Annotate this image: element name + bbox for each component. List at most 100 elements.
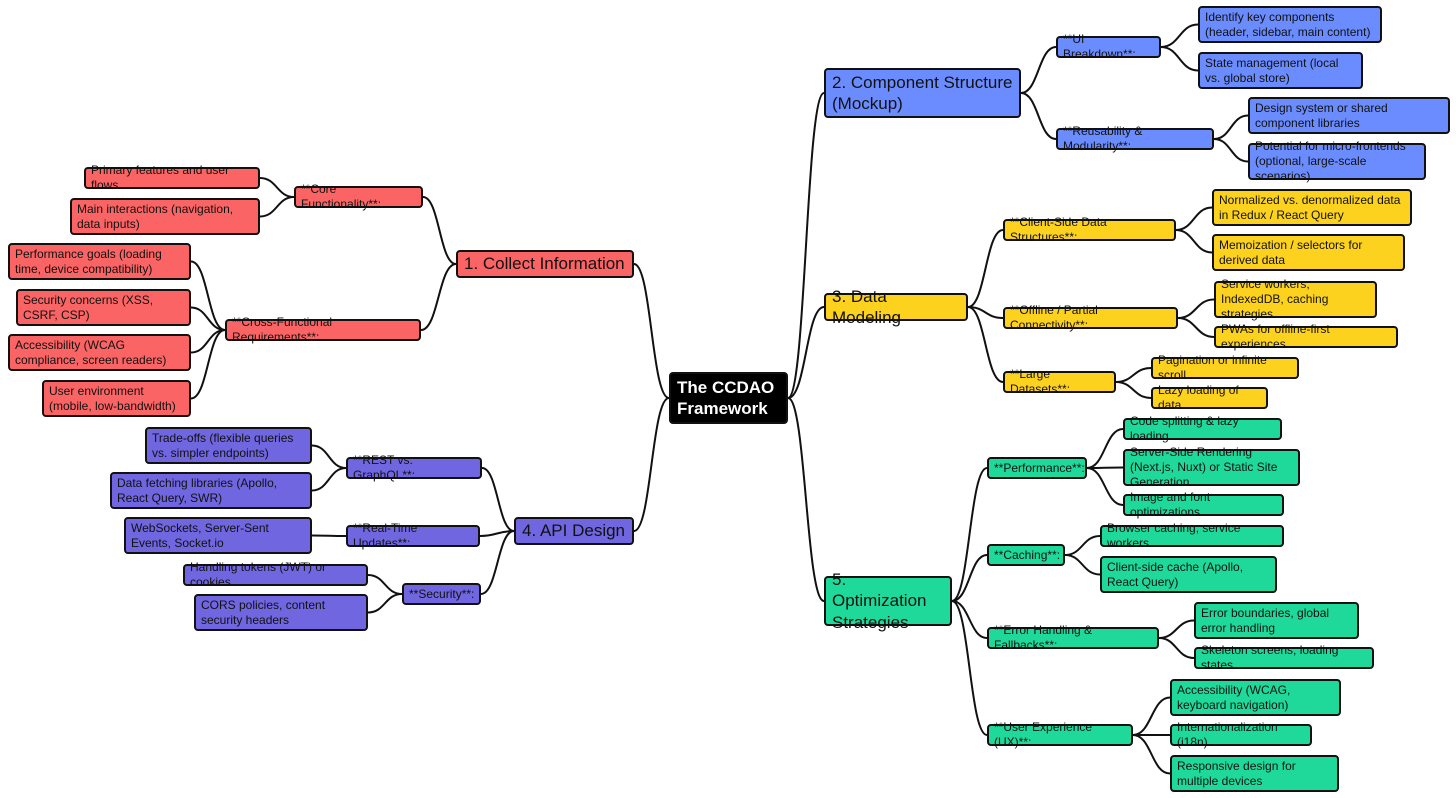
leaf-memoization: Memoization / selectors for derived data bbox=[1212, 234, 1405, 271]
connector-root-to-api bbox=[633, 397, 670, 532]
leaf-label: CORS policies, content security headers bbox=[201, 597, 326, 627]
connector-reuse-to-reuse-0 bbox=[1213, 114, 1249, 140]
category-user-experience: **User Experience (UX)**: bbox=[987, 720, 1133, 749]
leaf-label: Responsive design for multiple devices bbox=[1177, 758, 1296, 788]
connector-collect-to-core bbox=[422, 196, 457, 265]
leaf-label: Handling tokens (JWT) or cookies bbox=[190, 560, 327, 589]
leaf-responsive-design: Responsive design for multiple devices bbox=[1170, 755, 1339, 792]
leaf-websockets: WebSockets, Server-Sent Events, Socket.i… bbox=[124, 517, 312, 554]
leaf-label: Potential for micro-frontends (optional,… bbox=[1255, 139, 1406, 183]
root-node: The CCDAO Framework bbox=[669, 372, 788, 424]
connector-rest-to-rest-0 bbox=[311, 444, 347, 469]
leaf-label: Service workers, IndexedDB, caching stra… bbox=[1221, 277, 1329, 321]
leaf-label: Memoization / selectors for derived data bbox=[1219, 237, 1363, 267]
leaf-label: Accessibility (WCAG, keyboard navigation… bbox=[1177, 682, 1291, 712]
connector-security-to-security-0 bbox=[367, 574, 403, 595]
category-reusability: **Reusability & Modularity**: bbox=[1056, 124, 1214, 153]
connector-errors-to-errors-0 bbox=[1158, 619, 1195, 639]
connector-realtime-to-realtime-0 bbox=[311, 534, 347, 537]
connector-offline-to-offline-1 bbox=[1177, 317, 1215, 338]
category-label: **Reusability & Modularity**: bbox=[1063, 124, 1143, 153]
connector-api-to-security bbox=[480, 530, 515, 595]
leaf-design-system: Design system or shared component librar… bbox=[1248, 97, 1450, 134]
connector-opt-to-perf bbox=[951, 467, 988, 602]
leaf-service-workers: Service workers, IndexedDB, caching stra… bbox=[1214, 277, 1377, 321]
category-label: **Security**: bbox=[409, 586, 475, 601]
connector-rest-to-rest-1 bbox=[311, 467, 347, 492]
connector-opt-to-ux bbox=[951, 600, 988, 736]
connector-component-to-ui bbox=[1020, 46, 1057, 94]
category-label: **Offline / Partial Connectivity**: bbox=[1010, 303, 1098, 332]
category-label: **UI Breakdown**: bbox=[1063, 32, 1136, 61]
leaf-label: User environment (mobile, low-bandwidth) bbox=[49, 383, 176, 413]
leaf-trade-offs: Trade-offs (flexible queries vs. simpler… bbox=[145, 427, 312, 464]
connector-collect-to-cross bbox=[420, 263, 457, 331]
leaf-performance-goals: Performance goals (loading time, device … bbox=[8, 243, 191, 280]
leaf-label: Normalized vs. denormalized data in Redu… bbox=[1219, 192, 1401, 222]
leaf-skeleton-screens: Skeleton screens, loading states bbox=[1194, 643, 1374, 672]
leaf-label: Accessibility (WCAG compliance, screen r… bbox=[15, 337, 167, 367]
leaf-lazy-loading-data: Lazy loading of data bbox=[1151, 383, 1268, 412]
connector-caching-to-caching-1 bbox=[1064, 554, 1101, 576]
leaf-accessibility-wcag: Accessibility (WCAG, keyboard navigation… bbox=[1170, 679, 1341, 716]
leaf-main-interactions: Main interactions (navigation, data inpu… bbox=[70, 198, 260, 235]
leaf-label: Primary features and user flows bbox=[91, 163, 230, 192]
category-large-datasets: **Large Datasets**: bbox=[1003, 367, 1116, 396]
leaf-label: Image and font optimizations bbox=[1130, 490, 1211, 519]
leaf-label: Lazy loading of data bbox=[1158, 383, 1239, 412]
connector-core-to-core-1 bbox=[259, 196, 295, 218]
leaf-label: PWAs for offline-first experiences bbox=[1221, 322, 1330, 351]
leaf-state-management: State management (local vs. global store… bbox=[1198, 52, 1363, 89]
category-label: **Real-Time Updates**: bbox=[353, 521, 418, 550]
leaf-cors-policies: CORS policies, content security headers bbox=[194, 594, 368, 631]
connector-core-to-core-0 bbox=[259, 177, 295, 198]
connector-root-to-collect bbox=[633, 263, 670, 399]
connector-cross-to-cross-0 bbox=[190, 260, 226, 331]
category-label: **User Experience (UX)**: bbox=[994, 720, 1093, 749]
connector-ui-to-ui-1 bbox=[1160, 46, 1199, 72]
leaf-label: Main interactions (navigation, data inpu… bbox=[77, 201, 234, 231]
leaf-normalized-data: Normalized vs. denormalized data in Redu… bbox=[1212, 189, 1412, 226]
category-label: **Client-Side Data Structures**: bbox=[1010, 215, 1107, 244]
leaf-label: Design system or shared component librar… bbox=[1255, 100, 1388, 130]
connector-perf-to-perf-2 bbox=[1086, 467, 1124, 506]
leaf-label: Performance goals (loading time, device … bbox=[15, 246, 162, 276]
connector-cross-to-cross-1 bbox=[190, 306, 226, 331]
connector-errors-to-errors-1 bbox=[1158, 637, 1195, 659]
category-label: **Cross-Functional Requirements**: bbox=[232, 315, 333, 344]
leaf-label: Server-Side Rendering (Next.js, Nuxt) or… bbox=[1130, 445, 1278, 489]
branch-optimization-title: 5. Optimization Strategies bbox=[832, 570, 927, 632]
category-label: **Core Functionality**: bbox=[301, 182, 382, 211]
leaf-label: Code splitting & lazy loading bbox=[1130, 414, 1239, 443]
leaf-user-environment: User environment (mobile, low-bandwidth) bbox=[42, 380, 191, 417]
leaf-security-concerns: Security concerns (XSS, CSRF, CSP) bbox=[16, 289, 191, 326]
connector-root-to-opt bbox=[787, 397, 825, 602]
leaf-client-side-cache: Client-side cache (Apollo, React Query) bbox=[1100, 556, 1277, 593]
connector-data-to-large bbox=[967, 306, 1004, 383]
connector-component-to-reuse bbox=[1020, 92, 1057, 140]
connector-caching-to-caching-0 bbox=[1064, 535, 1101, 556]
connector-client-to-client-0 bbox=[1175, 206, 1213, 231]
category-label: **Performance**: bbox=[994, 460, 1085, 475]
leaf-label: Skeleton screens, loading states bbox=[1201, 643, 1339, 672]
connector-root-to-data bbox=[787, 306, 825, 399]
category-error-handling: **Error Handling & Fallbacks**: bbox=[987, 623, 1159, 652]
branch-collect-information: 1. Collect Information bbox=[456, 250, 634, 278]
leaf-label: Data fetching libraries (Apollo, React Q… bbox=[117, 475, 278, 505]
category-label: **Large Datasets**: bbox=[1010, 367, 1071, 396]
leaf-pagination: Pagination or infinite scroll bbox=[1151, 353, 1299, 382]
category-offline: **Offline / Partial Connectivity**: bbox=[1003, 303, 1178, 332]
category-client-side-data: **Client-Side Data Structures**: bbox=[1003, 215, 1176, 244]
root-label: The CCDAO Framework bbox=[677, 377, 775, 418]
leaf-label: Client-side cache (Apollo, React Query) bbox=[1107, 559, 1244, 589]
connector-security-to-security-1 bbox=[367, 593, 403, 614]
leaf-error-boundaries: Error boundaries, global error handling bbox=[1194, 602, 1359, 639]
category-cross-functional: **Cross-Functional Requirements**: bbox=[225, 315, 421, 344]
leaf-label: Pagination or infinite scroll bbox=[1158, 353, 1267, 382]
leaf-micro-frontends: Potential for micro-frontends (optional,… bbox=[1248, 139, 1426, 183]
connector-ux-to-ux-2 bbox=[1132, 734, 1171, 775]
branch-component-structure: 2. Component Structure (Mockup) bbox=[824, 68, 1021, 118]
leaf-label: Security concerns (XSS, CSRF, CSP) bbox=[23, 292, 154, 322]
